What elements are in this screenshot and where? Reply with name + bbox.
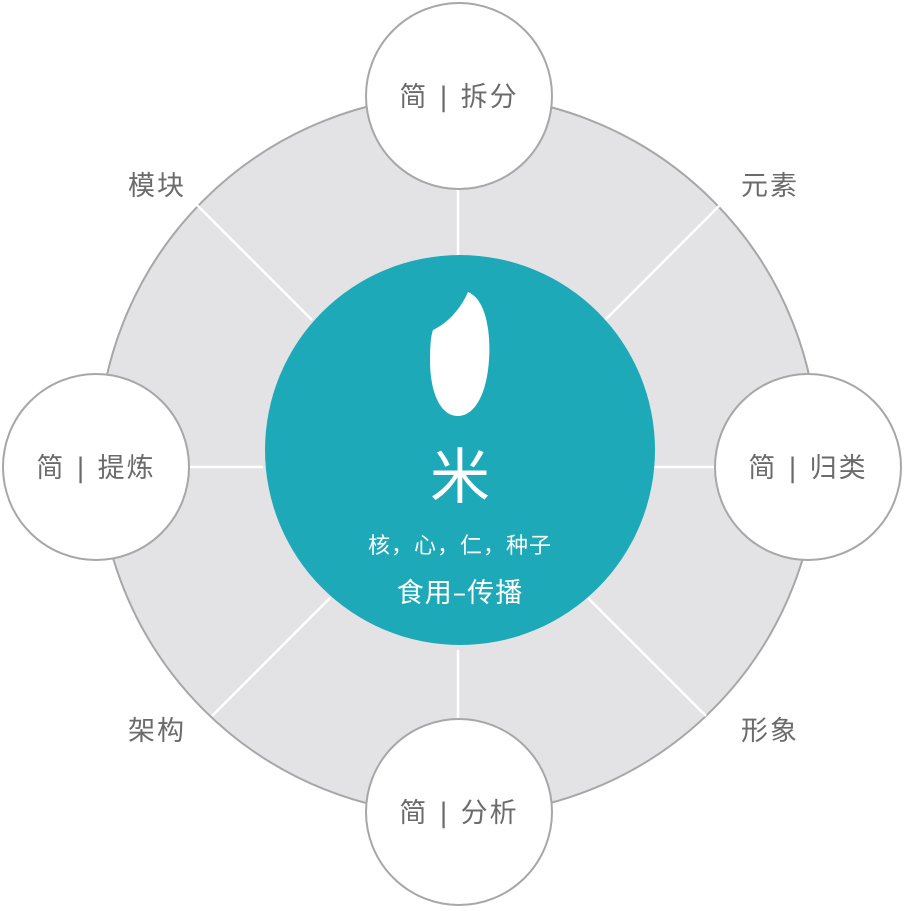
node-top-label: 简 | 拆分 <box>399 82 518 113</box>
spoke-bottom-right <box>587 597 707 717</box>
node-bottom-circle <box>365 718 553 906</box>
node-right-circle <box>714 373 902 561</box>
spoke-top-left <box>195 203 313 321</box>
rice-grain-icon <box>430 292 490 416</box>
center-circle <box>265 255 655 645</box>
node-right-label: 简 | 归类 <box>748 453 867 484</box>
center-tagline: 食用–传播 <box>397 578 524 609</box>
spoke-top-right <box>604 203 722 321</box>
corner-label-bottom-left: 架构 <box>128 716 186 747</box>
center-subtitle: 核，心，仁，种子 <box>368 534 552 559</box>
corner-label-top-right: 元素 <box>741 171 799 202</box>
corner-label-bottom-right: 形象 <box>741 716 799 747</box>
node-left-circle <box>2 373 190 561</box>
node-left-label: 简 | 提炼 <box>36 453 155 484</box>
node-bottom-label: 简 | 分析 <box>399 798 518 829</box>
spoke-bottom-left <box>211 597 331 717</box>
center-title: 米 <box>430 443 490 513</box>
node-top-circle <box>365 2 553 190</box>
corner-label-top-left: 模块 <box>128 171 186 202</box>
